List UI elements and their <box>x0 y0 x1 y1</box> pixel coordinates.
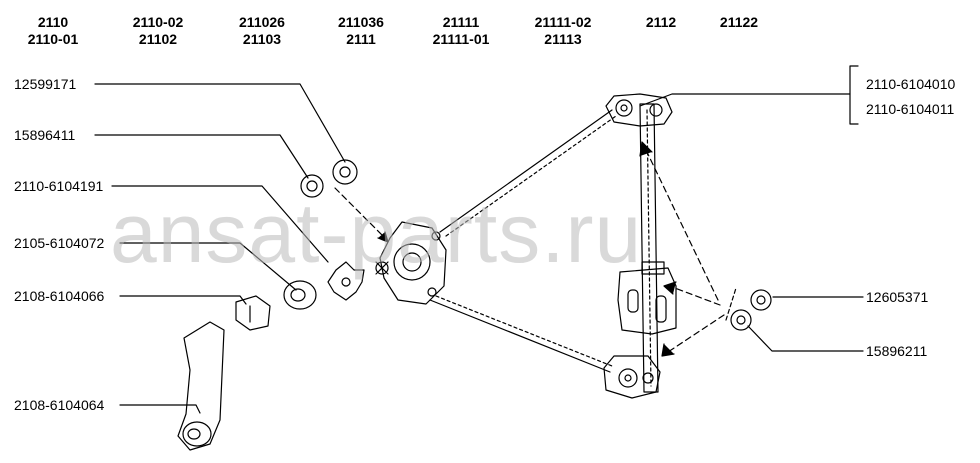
housing-bolt-2 <box>427 287 437 297</box>
part-label-12599171: 12599171 <box>14 76 77 92</box>
crank-handle-hub <box>182 421 212 447</box>
clip <box>235 295 271 331</box>
washer-12605371-hole <box>756 295 766 305</box>
part-label-2110-6104191: 2110-6104191 <box>14 178 104 194</box>
model-code: 211026 <box>239 14 285 30</box>
housing-bolt-1 <box>431 231 441 241</box>
washer-15896211-hole <box>736 315 746 325</box>
model-col-2: 2110-02 21102 <box>113 14 203 48</box>
top-pulley <box>615 99 633 117</box>
cable-upper-inner <box>445 115 617 237</box>
model-code: 211036 <box>338 14 384 30</box>
assembly-arrow-lower <box>667 314 725 353</box>
leader-line-2108-6104066 <box>119 295 247 305</box>
washer-15896211 <box>730 309 752 331</box>
model-col-7: 2112 <box>616 14 706 31</box>
leader-line-2105-6104072 <box>119 242 297 291</box>
nut-12599171-hole <box>339 166 351 178</box>
model-col-3: 211026 21103 <box>217 14 307 48</box>
model-col-8: 21122 <box>694 14 784 31</box>
washer-12605371 <box>750 289 772 311</box>
guide-rail-outer <box>639 103 659 393</box>
assembly-arrow-mid <box>671 286 721 306</box>
model-code: 21103 <box>242 31 282 47</box>
model-code: 2111 <box>346 31 376 47</box>
part-label-12605371: 12605371 <box>866 289 929 305</box>
star-washer-hole <box>341 277 351 287</box>
model-code: 2110-02 <box>132 14 184 30</box>
part-label-2108-6104066: 2108-6104066 <box>14 288 105 304</box>
model-col-5: 21111 21111-01 <box>416 14 506 48</box>
glass-carrier-slot-1 <box>627 289 639 313</box>
leader-line-15896211 <box>747 325 864 352</box>
glass-carrier <box>617 267 677 335</box>
bushing <box>283 280 317 310</box>
top-pulley-hub <box>620 104 628 112</box>
model-col-4: 211036 2111 <box>316 14 406 48</box>
glass-carrier-slot-2 <box>655 295 667 323</box>
assembly-arrowhead-lower <box>661 343 675 357</box>
guide-rail-inner <box>646 109 652 387</box>
assembly-arrow-stub <box>725 287 737 321</box>
bottom-bolt <box>642 372 654 384</box>
model-code: 21122 <box>719 14 759 30</box>
model-code: 2110-01 <box>27 31 79 47</box>
bottom-pulley-hub <box>624 374 632 382</box>
leader-bracket <box>849 65 859 125</box>
crank-handle-hub-hole <box>187 428 201 440</box>
top-bolt <box>649 103 663 117</box>
part-label-2105-6104072: 2105-6104072 <box>14 235 105 251</box>
crank-handle <box>177 321 225 451</box>
drive-gear <box>393 243 431 281</box>
model-code: 21113 <box>544 31 582 47</box>
nut-15896411 <box>300 174 324 198</box>
cable-lower-inner <box>435 295 613 367</box>
nut-15896411-hole <box>306 180 318 192</box>
bottom-pulley <box>618 368 638 388</box>
assembly-arrow-upper <box>645 149 719 301</box>
model-code: 21111-02 <box>534 14 592 30</box>
assembly-arrow-left <box>334 187 386 239</box>
leader-line-15896411 <box>94 134 309 179</box>
drive-shaft-splines <box>375 261 389 275</box>
model-code: 21111 <box>442 14 480 30</box>
bushing-hole <box>290 288 306 302</box>
model-code: 2110 <box>37 14 69 30</box>
part-label-2110-6104011: 2110-6104011 <box>866 101 955 117</box>
assembly-arrowhead-mid <box>663 281 677 295</box>
leader-line-2110-6104191 <box>111 185 329 263</box>
model-code: 21111-01 <box>432 31 490 47</box>
top-pulley-bracket <box>605 93 673 127</box>
watermark: ansat-parts.ru <box>110 186 643 280</box>
leader-line-12599171 <box>94 83 346 163</box>
model-code: 21102 <box>138 31 178 47</box>
star-washer <box>327 261 365 301</box>
drive-shaft <box>375 261 389 275</box>
drive-gear-inner <box>402 252 422 272</box>
part-label-2110-6104010: 2110-6104010 <box>866 76 956 92</box>
model-col-1: 2110 2110-01 <box>8 14 98 48</box>
leader-line-2110-6104010 <box>639 93 851 107</box>
bottom-pulley-bracket <box>603 355 661 399</box>
model-col-6: 21111-02 21113 <box>518 14 608 48</box>
nut-12599171 <box>332 159 358 185</box>
part-label-2108-6104064: 2108-6104064 <box>14 397 105 413</box>
part-label-15896411: 15896411 <box>14 127 76 143</box>
part-label-15896211: 15896211 <box>866 343 928 359</box>
leader-line-2108-6104064 <box>119 404 201 414</box>
model-code: 2112 <box>645 14 677 30</box>
cable-upper <box>439 109 613 233</box>
assembly-arrowhead-upper <box>639 141 653 157</box>
glass-carrier-clip <box>641 261 665 275</box>
cable-lower <box>429 299 611 373</box>
